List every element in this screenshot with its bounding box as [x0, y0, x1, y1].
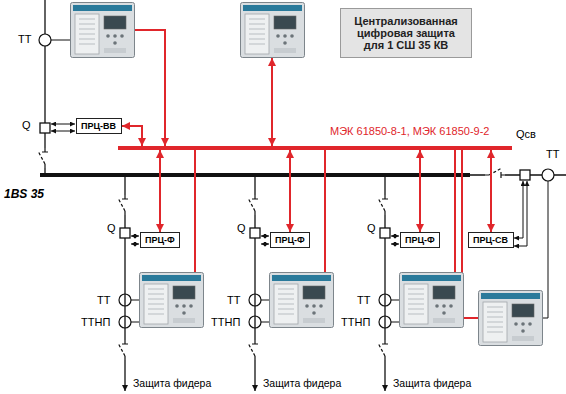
ct-label: ТТ — [227, 294, 240, 306]
drawing-part — [51, 40, 70, 41]
drawing-part — [514, 181, 527, 246]
bus-link — [490, 150, 492, 232]
node-text: ПРЦ-Ф — [405, 235, 435, 245]
node-text: ПРЦ-Ф — [275, 235, 305, 245]
info-box: Централизованная цифровая защита для 1 С… — [340, 8, 472, 58]
node-text: ПРЦ-ВВ — [81, 121, 117, 131]
merging-unit-box: ПРЦ-ВВ — [76, 118, 122, 134]
drawing-part — [543, 181, 548, 318]
breaker-label: Q — [237, 222, 246, 234]
breaker-label: Q — [107, 222, 116, 234]
ct-label: ТТНП — [81, 316, 110, 328]
node-text: ПРЦ-Ф — [145, 235, 175, 245]
ct-label: ТТ — [357, 294, 370, 306]
bus-link — [419, 150, 421, 232]
central-device — [241, 3, 305, 147]
drawing-part — [51, 131, 75, 132]
bus-link — [289, 150, 291, 232]
bus-link — [122, 126, 142, 146]
drawing-part — [71, 3, 135, 58]
sectional-bay — [462, 150, 548, 346]
node-text: МЭК 61850-8-1, МЭК 61850-9-2 — [330, 125, 489, 137]
feeder-caption: Защита фидера — [393, 378, 471, 390]
drawing-part — [378, 150, 464, 391]
feeder-caption: Защита фидера — [263, 378, 341, 390]
merging-unit-box: ПРЦ-Ф — [140, 232, 180, 248]
ct-label: ТТНП — [211, 316, 240, 328]
bus-name: 1BS 35 — [4, 188, 44, 201]
breaker-label: Q — [22, 119, 31, 131]
drawing-part — [514, 181, 523, 238]
ct-label: ТТ — [97, 294, 110, 306]
node-text: Централизованная цифровая защита для 1 С… — [346, 15, 466, 51]
drawing-part — [135, 30, 165, 146]
merging-unit-box: ПРЦ-Ф — [400, 232, 440, 248]
ct-label: ТТ — [546, 148, 559, 160]
breaker-label: Qсв — [516, 128, 536, 140]
drawing-part — [40, 123, 50, 133]
feeder-caption: Защита фидера — [133, 378, 211, 390]
drawing-part — [51, 124, 75, 125]
drawing-part — [38, 148, 48, 168]
ct-label: ТТ — [18, 33, 31, 45]
drawing-part — [241, 3, 305, 58]
drawing-part — [271, 58, 273, 146]
process-bus: МЭК 61850-8-1, МЭК 61850-9-2 — [118, 146, 512, 150]
drawing-part — [118, 150, 204, 391]
merging-unit-box: ПРЦ-Ф — [270, 232, 310, 248]
node-text: ПРЦ-СВ — [473, 235, 509, 245]
drawing-part — [542, 169, 554, 181]
ct-label: ТТНП — [341, 316, 370, 328]
drawing-part — [520, 170, 530, 180]
drawing-part — [485, 168, 505, 178]
drawing-part — [248, 150, 334, 391]
breaker-label: Q — [367, 222, 376, 234]
busbar — [40, 168, 566, 181]
drawing-part — [479, 291, 543, 346]
bus-link — [159, 150, 161, 232]
merging-unit-box: ПРЦ-СВ — [468, 232, 514, 248]
drawing-part — [39, 34, 51, 46]
